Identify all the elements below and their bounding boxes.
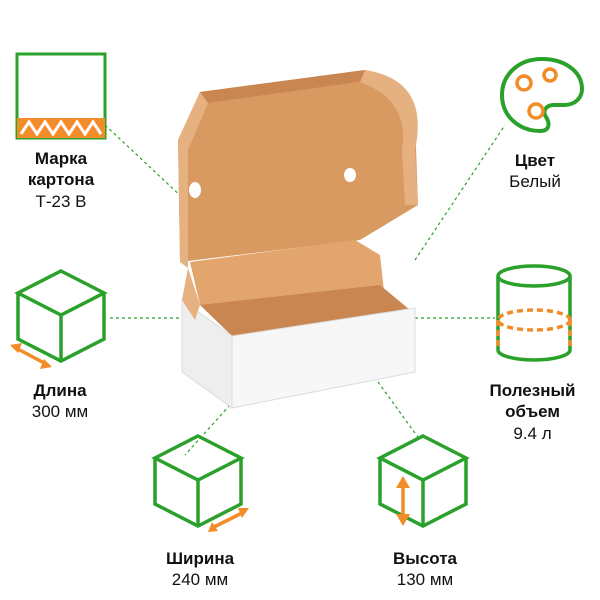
length-title: Длина [33,381,87,400]
box-inner-flap [182,268,200,320]
volume-title-line2: объем [505,402,560,422]
lid-hole-left [189,182,201,198]
width-value: 240 мм [171,570,229,590]
palette-icon [499,56,585,134]
box-lid-flap [360,70,418,205]
height-label: Высота 130 мм [370,548,480,591]
carton-title-line1: Марка [34,149,88,168]
height-title: Высота [393,549,457,568]
connector-width [184,404,231,456]
cube-length-icon [10,269,108,369]
corrugated-cardboard-icon [15,52,107,140]
color-title: Цвет [514,151,556,170]
connector-carton [104,124,186,201]
volume-label: Полезный объем 9.4 л [470,380,595,444]
lid-hole-right [344,168,356,182]
volume-title-line1: Полезный [489,381,576,400]
color-value: Белый [509,172,561,192]
volume-value: 9.4 л [513,423,552,443]
width-label: Ширина 240 мм [145,548,255,591]
box-lid-inner [178,70,418,262]
box-lid-edge [200,70,372,103]
carton-value: Т-23 В [35,191,87,211]
box-lid-side-flap [178,92,208,268]
carton-grade-label: Марка картона Т-23 В [5,148,117,212]
width-title: Ширина [165,549,235,568]
cube-width-icon [151,434,249,532]
length-label: Длина 300 мм [5,380,115,423]
box-side-wall [181,299,233,409]
cylinder-volume-icon [496,264,572,362]
length-value: 300 мм [31,402,89,422]
cube-height-icon [376,434,470,528]
carton-title-line2: картона [27,170,95,190]
color-label: Цвет Белый [480,150,590,193]
height-value: 130 мм [396,570,454,590]
box-floor [200,285,410,336]
